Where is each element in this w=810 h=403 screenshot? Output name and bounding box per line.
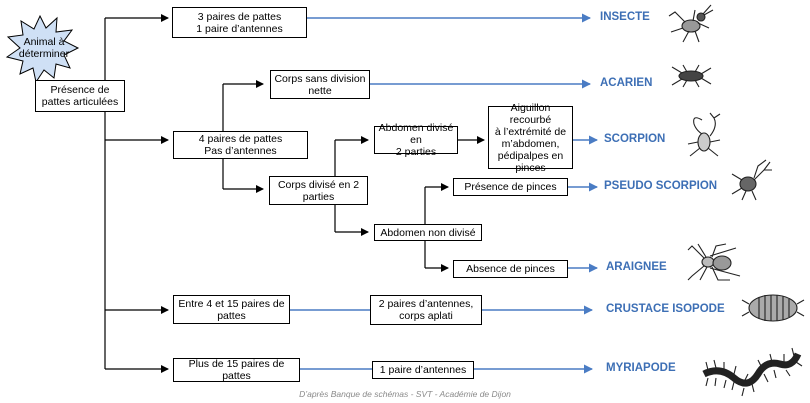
criterion-over-fifteen: Plus de 15 paires de pattes — [173, 358, 300, 382]
taxon-myriapode: MYRIAPODE — [606, 362, 676, 374]
criterion-four-to-fifteen: Entre 4 et 15 paires de pattes — [173, 295, 290, 324]
source-credit: D’après Banque de schémas - SVT - Académ… — [299, 389, 511, 399]
root-box: Présence de pattes articulées — [35, 80, 125, 112]
scorpion-drawing — [687, 112, 721, 157]
mite-drawing — [671, 64, 712, 88]
insect-drawing — [668, 4, 714, 43]
isopod-drawing — [741, 294, 805, 322]
criterion-abdomen-two-parts: Abdomen divisé en 2 parties — [374, 122, 458, 158]
taxon-acarien: ACARIEN — [600, 77, 653, 89]
taxon-araignee: ARAIGNEE — [606, 261, 667, 273]
criterion-two-antennae: 2 paires d’antennes, corps aplati — [370, 295, 482, 325]
criterion-no-pinces: Absence de pinces — [453, 260, 568, 278]
criterion-insect-legs: 3 paires de pattes 1 paire d’antennes — [172, 7, 307, 38]
criterion-body-two-parts: Corps divisé en 2 parties — [269, 176, 368, 205]
taxon-scorpion: SCORPION — [604, 133, 666, 145]
spider-drawing — [687, 243, 741, 281]
criterion-four-pairs: 4 paires de pattes Pas d’antennes — [173, 131, 308, 159]
taxon-crustace-isopode: CRUSTACE ISOPODE — [606, 303, 725, 315]
start-star-shape — [5, 14, 80, 84]
start-label: Animal à déterminer — [18, 36, 70, 60]
myriapod-drawing — [702, 347, 803, 397]
criterion-pinces: Présence de pinces — [453, 178, 568, 196]
criterion-abdomen-not-divided: Abdomen non divisé — [374, 224, 482, 241]
taxon-pseudo-scorpion: PSEUDO SCORPION — [604, 180, 718, 192]
criterion-one-antenna: 1 paire d’antennes — [372, 361, 474, 379]
criterion-no-division: Corps sans division nette — [270, 70, 370, 99]
taxon-insecte: INSECTE — [600, 11, 650, 23]
criterion-aiguillon: Aiguillon recourbé à l’extrémité de m’ab… — [488, 102, 573, 174]
result-arrows — [290, 13, 598, 374]
pseudo-scorpion-drawing — [731, 159, 772, 201]
